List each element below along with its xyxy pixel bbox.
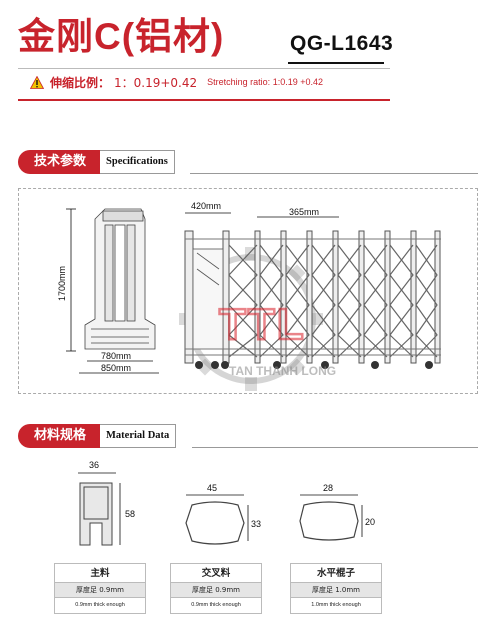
profile-card-thickness-english: 1.0mm thick enough bbox=[311, 602, 361, 608]
model-underline bbox=[288, 62, 384, 64]
specifications-tab-rule bbox=[190, 173, 478, 174]
profile-1-shape bbox=[79, 482, 113, 546]
profile-card-thickness-english: 0.9mm thick enough bbox=[191, 602, 241, 608]
material-data-tab: 材料规格 Material Data bbox=[18, 424, 177, 448]
specifications-tab-english: Specifications bbox=[100, 150, 175, 174]
profile-card-title: 交叉料 bbox=[171, 564, 261, 583]
material-data-tab-label: 材料规格 bbox=[18, 424, 101, 448]
header-red-divider bbox=[18, 99, 390, 101]
dimension-unit-right: 365mm bbox=[289, 207, 319, 217]
gate-posts bbox=[184, 230, 441, 364]
dimension-height: 1700mm bbox=[57, 266, 67, 301]
profile-card-thickness-english: 0.9mm thick enough bbox=[75, 602, 125, 608]
profile-drawings: 36 58 45 33 28 20 bbox=[78, 460, 375, 546]
profile-card-main: 主料 厚度足 0.9mm 0.9mm thick enough bbox=[54, 563, 146, 614]
specifications-tab-label: 技术参数 bbox=[18, 150, 101, 174]
profile-card-thickness: 厚度足 0.9mm bbox=[171, 583, 261, 598]
material-data-tab-english: Material Data bbox=[100, 424, 177, 448]
gate-wheels bbox=[195, 361, 433, 369]
product-title: 金刚C(铝材) bbox=[18, 16, 225, 57]
profile-card-thickness: 厚度足 1.0mm bbox=[291, 583, 381, 598]
dimension-bottom-inner: 780mm bbox=[101, 351, 131, 361]
profile-1-width: 36 bbox=[89, 460, 99, 470]
profile-card-cross: 交叉料 厚度足 0.9mm 0.9mm thick enough bbox=[170, 563, 262, 614]
watermark-letters: TTL bbox=[219, 300, 306, 349]
stretch-ratio-label: 伸缩比例： bbox=[50, 75, 111, 90]
specifications-drawing-box: 1700mm 780mm 850mm 420mm 365mm bbox=[18, 188, 478, 394]
head-post-side-view bbox=[84, 208, 156, 350]
profile-card-horizontal-rod: 水平棍子 厚度足 1.0mm 1.0mm thick enough bbox=[290, 563, 382, 614]
stretch-ratio-row: 伸缩比例： 1：0.19+0.42 Stretching ratio: 1:0.… bbox=[30, 74, 323, 90]
dimension-unit-left: 420mm bbox=[191, 201, 221, 211]
profile-card-title: 主料 bbox=[55, 564, 145, 583]
profile-1-height: 58 bbox=[125, 509, 135, 519]
stretch-ratio-english: Stretching ratio: 1:0.19 +0.42 bbox=[207, 77, 323, 87]
model-number: QG-L1643 bbox=[290, 32, 394, 55]
gate-lattice bbox=[228, 244, 438, 358]
watermark-subtitle: TAN THANH LONG bbox=[229, 364, 336, 378]
specifications-tab: 技术参数 Specifications bbox=[18, 150, 175, 174]
material-data-tab-rule bbox=[192, 447, 478, 448]
profile-3-width: 28 bbox=[323, 483, 333, 493]
profile-3-height: 20 bbox=[365, 517, 375, 527]
warning-icon bbox=[30, 75, 44, 89]
profile-card-thickness: 厚度足 0.9mm bbox=[55, 583, 145, 598]
stretch-ratio-value: 1：0.19+0.42 bbox=[114, 75, 198, 90]
profile-card-title: 水平棍子 bbox=[291, 564, 381, 583]
watermark-logo: TTL TAN THANH LONG bbox=[218, 299, 336, 378]
dimension-bottom-outer: 850mm bbox=[101, 363, 131, 373]
profile-2-width: 45 bbox=[207, 483, 217, 493]
profile-2-height: 33 bbox=[251, 519, 261, 529]
gate-drawing: 1700mm 780mm 850mm 420mm 365mm bbox=[57, 201, 441, 391]
profile-3-shape bbox=[299, 501, 359, 541]
header-divider bbox=[18, 68, 390, 69]
profile-2-shape bbox=[185, 501, 245, 545]
